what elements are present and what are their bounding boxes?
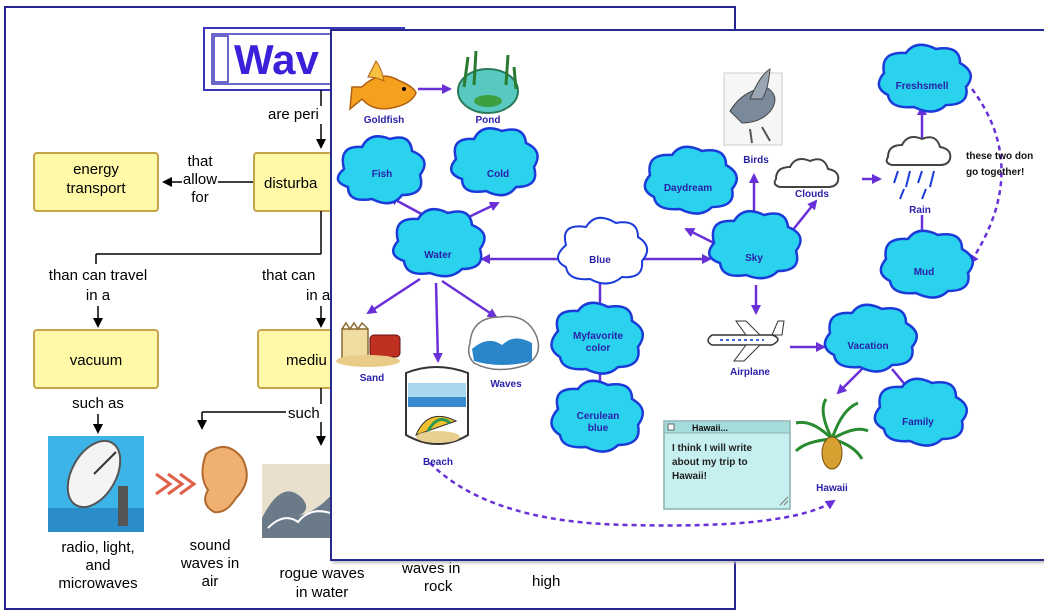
svg-text:Cold: Cold (487, 169, 509, 180)
hawaii-picture[interactable] (794, 398, 869, 470)
freshsmell-cloud[interactable]: Freshsmell (877, 43, 973, 113)
sound-line-3: air (202, 573, 219, 590)
waves-label: Waves (490, 379, 522, 390)
svg-text:Sky: Sky (745, 253, 763, 264)
energy-transport-box[interactable]: energy transport (33, 152, 159, 212)
svg-text:Freshsmell: Freshsmell (896, 81, 949, 92)
radio-line-3: microwaves (58, 575, 137, 592)
link-water-sand (366, 277, 421, 315)
hawaii-label: Hawaii (816, 483, 848, 494)
rogue-line-1: rogue waves (279, 565, 364, 582)
svg-text:Blue: Blue (589, 255, 611, 266)
sky-cloud[interactable]: Sky (707, 209, 802, 280)
high-label: high (532, 573, 560, 590)
link-freshsmell-mud (968, 88, 1003, 265)
vacation-cloud[interactable]: Vacation (823, 303, 919, 373)
water-cloud[interactable]: Water (391, 207, 486, 278)
link-than-can-travel: than can travel (49, 267, 147, 284)
great-wave-picture (262, 464, 339, 538)
svg-text:blue: blue (588, 423, 609, 434)
waves-picture[interactable] (467, 315, 540, 371)
link-water-waves (441, 279, 498, 319)
svg-text:Vacation: Vacation (847, 341, 888, 352)
svg-text:color: color (586, 343, 611, 354)
birds-label: Birds (743, 155, 769, 166)
link-water-beach (432, 282, 443, 363)
mud-cloud[interactable]: Mud (879, 229, 975, 299)
favorite-color-cloud[interactable]: Myfavorite color (550, 301, 645, 375)
family-cloud[interactable]: Family (873, 377, 969, 447)
sound-line-1: sound (190, 537, 231, 554)
vacuum-box[interactable]: vacuum (33, 329, 159, 389)
rain-picture[interactable] (885, 136, 952, 200)
note-line-3: Hawaii! (672, 471, 707, 482)
link-beach-hawaii (429, 462, 836, 527)
rain-label: Rain (909, 205, 931, 216)
note-resize-handle[interactable] (779, 496, 789, 506)
link-in-a-left: in a (86, 287, 111, 304)
beach-label: Beach (423, 457, 453, 468)
vacuum-label: vacuum (70, 352, 123, 369)
link-are-periodic: are peri (268, 106, 319, 123)
clouds-picture[interactable] (773, 158, 840, 188)
hawaii-note[interactable]: Hawaii... I think I will write about my … (663, 420, 791, 510)
note-line-2: about my trip to (672, 457, 748, 468)
pond-label: Pond (476, 115, 501, 126)
sand-picture[interactable] (336, 321, 401, 367)
note-close-icon[interactable] (667, 423, 675, 431)
airplane-label: Airplane (730, 367, 770, 378)
link-that-can: that can (262, 267, 315, 284)
satellite-dish-picture (48, 436, 144, 532)
link-vacation-hawaii (836, 368, 863, 395)
sand-label: Sand (360, 373, 384, 384)
airplane-picture[interactable] (707, 320, 785, 362)
sound-line-2: waves in (180, 555, 239, 572)
word-web-canvas: Fish Cold Water Blue Sky Daydream Freshs… (336, 43, 1033, 527)
link-allow: allow (183, 171, 217, 188)
map-title: Wav (234, 36, 319, 83)
medium-label: mediu (286, 352, 327, 369)
svg-text:Water: Water (424, 250, 452, 261)
rock-line-2: rock (424, 578, 453, 595)
link-for: for (191, 189, 209, 206)
ear-picture (155, 446, 248, 514)
cold-cloud[interactable]: Cold (449, 127, 539, 197)
svg-text:Myfavorite: Myfavorite (573, 331, 623, 342)
goldfish-picture[interactable] (349, 60, 417, 111)
note-line-1: I think I will write (672, 443, 752, 454)
daydream-cloud[interactable]: Daydream (643, 145, 739, 215)
cerulean-blue-cloud[interactable]: Cerulean blue (550, 379, 645, 453)
pond-picture[interactable] (457, 50, 519, 114)
svg-text:Daydream: Daydream (664, 183, 712, 194)
svg-text:Mud: Mud (914, 267, 935, 278)
energy-label: energy (73, 161, 119, 178)
rock-line-1: waves in (401, 560, 460, 577)
annotation-line-2: go together! (966, 167, 1024, 178)
link-in-a-right: in a (306, 287, 331, 304)
svg-text:Family: Family (902, 417, 934, 428)
radio-line-1: radio, light, (61, 539, 134, 556)
radio-line-2: and (85, 557, 110, 574)
transport-label: transport (66, 180, 126, 197)
word-web-window: Fish Cold Water Blue Sky Daydream Freshs… (330, 29, 1044, 561)
beach-picture[interactable] (405, 366, 469, 445)
svg-text:Cerulean: Cerulean (577, 411, 620, 422)
goldfish-label: Goldfish (364, 115, 405, 126)
note-title: Hawaii... (692, 423, 728, 433)
annotation-line-1: these two don (966, 151, 1033, 162)
link-that: that (187, 153, 213, 170)
disturbance-label: disturba (264, 175, 318, 192)
rogue-line-2: in water (296, 584, 349, 601)
clouds-label: Clouds (795, 189, 829, 200)
link-such-as: such as (72, 395, 124, 412)
fish-cloud[interactable]: Fish (336, 135, 426, 205)
blue-cloud[interactable]: Blue (557, 216, 649, 285)
web-links (366, 84, 1003, 527)
svg-text:Fish: Fish (372, 169, 393, 180)
link-such: such (288, 405, 320, 422)
birds-picture[interactable] (723, 68, 783, 146)
